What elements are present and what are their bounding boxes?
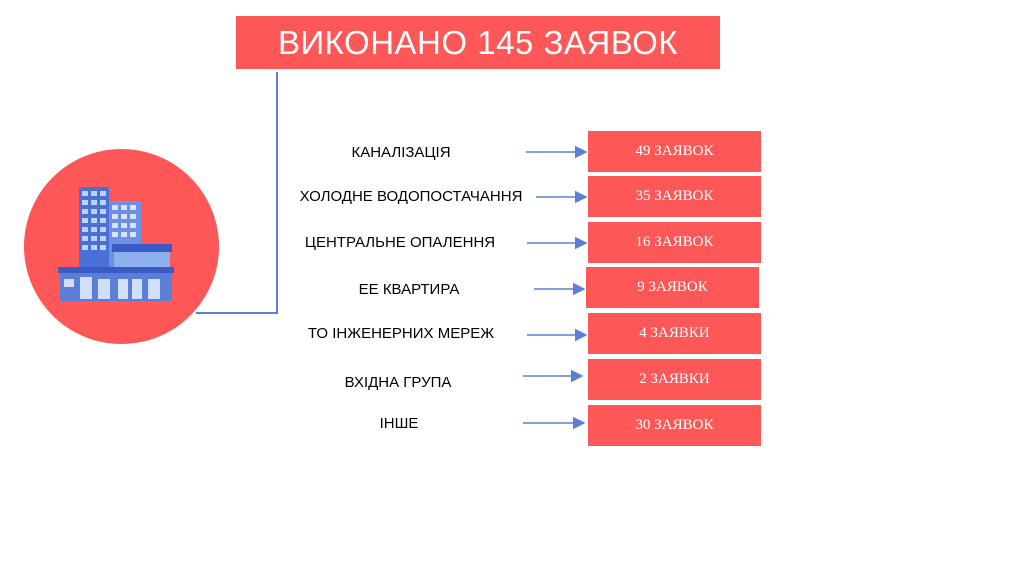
category-label: ЦЕНТРАЛЬНЕ ОПАЛЕННЯ: [304, 234, 496, 251]
category-count-box: 4 ЗАЯВКИ: [588, 313, 761, 354]
category-label: ТО ІНЖЕНЕРНИХ МЕРЕЖ: [307, 325, 495, 342]
category-count-box: 16 ЗАЯВОК: [588, 222, 761, 263]
category-count-box: 30 ЗАЯВОК: [588, 405, 761, 446]
category-label: ВХІДНА ГРУПА: [344, 374, 452, 391]
office-building-icon: [58, 187, 174, 301]
category-label: ЕЕ КВАРТИРА: [358, 281, 460, 298]
category-label: ІНШЕ: [379, 415, 419, 432]
category-count-box: 49 ЗАЯВОК: [588, 131, 761, 172]
category-count-box: 2 ЗАЯВКИ: [588, 359, 761, 400]
summary-title: ВИКОНАНО 145 ЗАЯВОК: [236, 16, 720, 69]
category-label: ХОЛОДНЕ ВОДОПОСТАЧАННЯ: [299, 188, 523, 205]
category-label: КАНАЛІЗАЦІЯ: [351, 144, 451, 161]
category-count-box: 35 ЗАЯВОК: [588, 176, 761, 217]
category-count-box: 9 ЗАЯВОК: [586, 267, 759, 308]
